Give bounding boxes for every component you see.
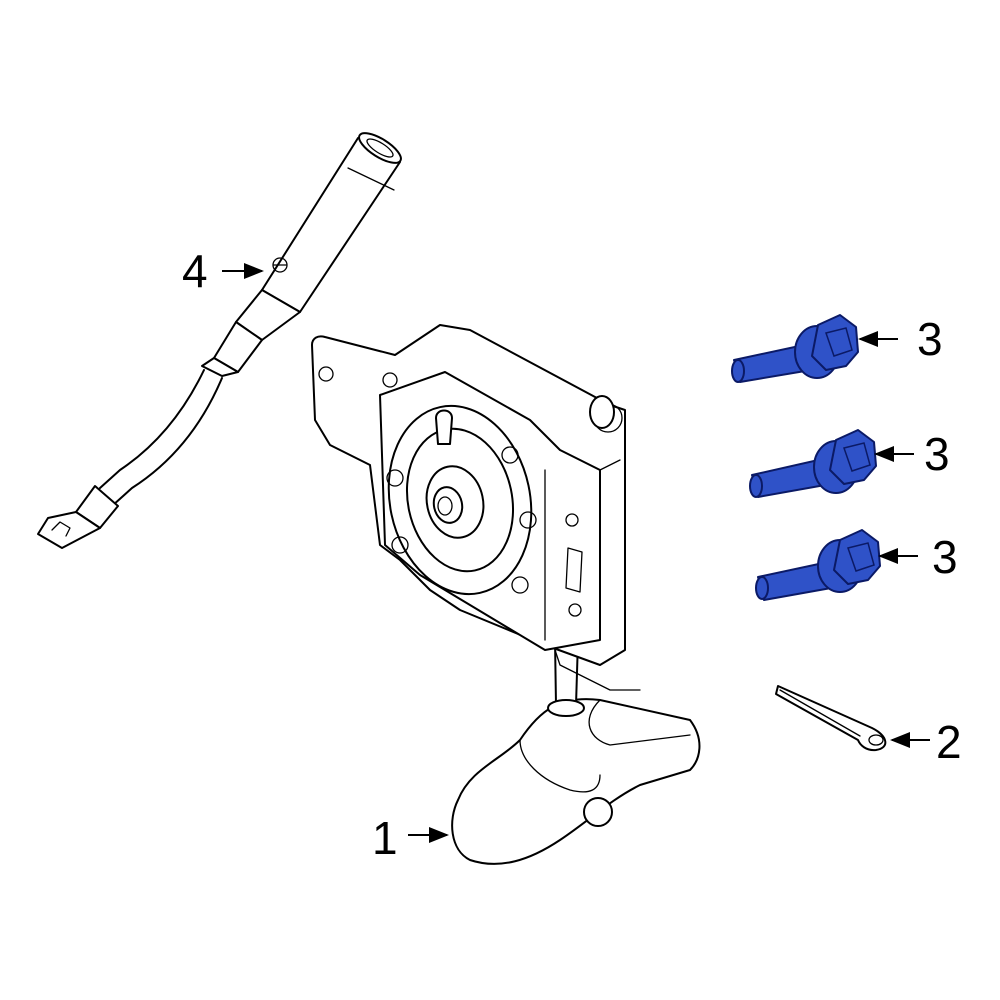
leader-arrows xyxy=(222,263,930,843)
cotter-pin-part xyxy=(775,685,887,752)
callout-4: 4 xyxy=(182,245,208,297)
spare-tire-carrier-part xyxy=(311,324,701,865)
bolt-top xyxy=(731,314,859,383)
callout-1: 1 xyxy=(372,812,398,864)
bolt-bottom xyxy=(755,529,881,601)
callout-3-bottom: 3 xyxy=(932,531,958,583)
callout-2: 2 xyxy=(936,716,962,768)
extension-tube-part xyxy=(37,132,402,549)
callout-3-top: 3 xyxy=(917,313,943,365)
bolt-middle xyxy=(749,429,877,498)
callout-3-middle: 3 xyxy=(924,428,950,480)
